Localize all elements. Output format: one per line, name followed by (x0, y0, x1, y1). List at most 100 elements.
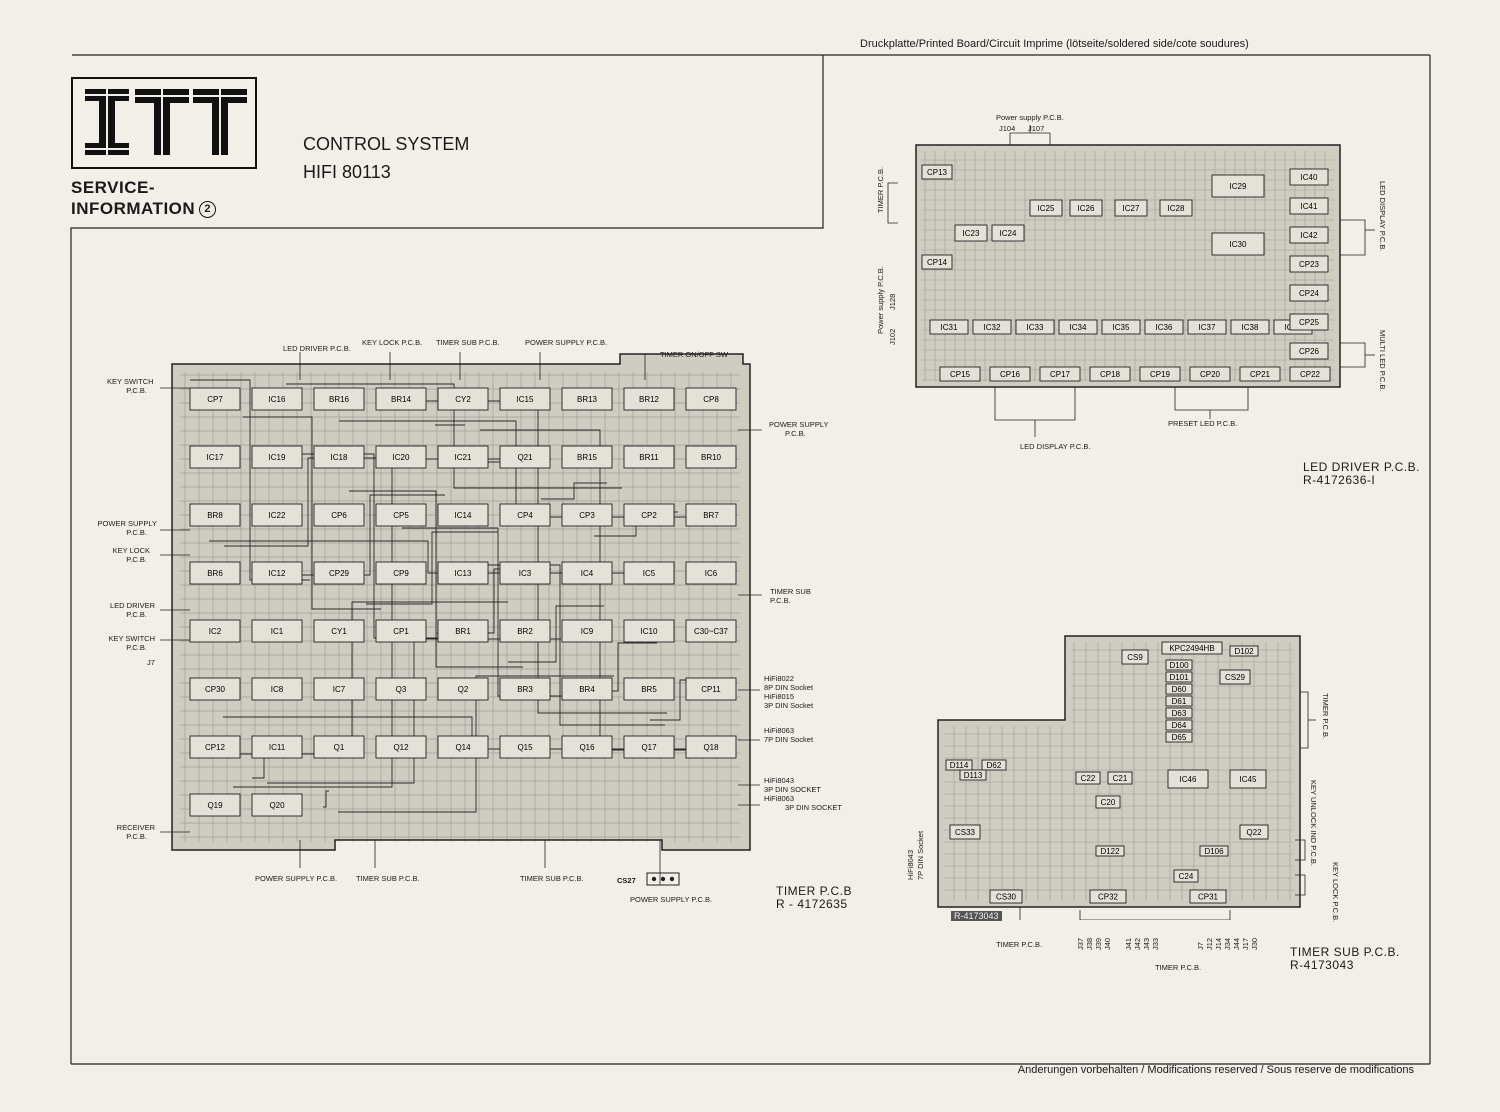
timer-label-left-11: P.C.B. (126, 832, 147, 841)
component-br4: BR4 (561, 677, 613, 701)
component-q14: Q14 (437, 735, 489, 759)
timer-label-j7: J7 (147, 658, 155, 667)
component-cs9: CS9 (1121, 649, 1149, 665)
svg-text:C22: C22 (1081, 774, 1096, 783)
led-pcb-part: R-4172636-I (1303, 473, 1376, 487)
component-cs29: CS29 (1219, 669, 1251, 685)
component-ic10: IC10 (623, 619, 675, 643)
component-cp1: CP1 (375, 619, 427, 643)
svg-text:IC46: IC46 (1180, 775, 1197, 784)
component-cy2: CY2 (437, 387, 489, 411)
pin-label-j17: J17 (1241, 937, 1250, 950)
svg-text:D65: D65 (1172, 733, 1187, 742)
svg-text:IC6: IC6 (705, 569, 718, 578)
component-cs30: CS30 (989, 889, 1023, 904)
pin-label-j44: J44 (1232, 937, 1241, 950)
component-cp3: CP3 (561, 503, 613, 527)
component-cp17: CP17 (1039, 366, 1081, 382)
svg-text:IC37: IC37 (1199, 323, 1216, 332)
svg-text:BR5: BR5 (641, 685, 657, 694)
svg-text:Q19: Q19 (207, 801, 223, 810)
svg-text:CP18: CP18 (1100, 370, 1121, 379)
svg-text:Q1: Q1 (334, 743, 345, 752)
component-q16: Q16 (561, 735, 613, 759)
component-kpc2494hb: KPC2494HB (1161, 641, 1223, 655)
led-label-j102: J102 (888, 328, 897, 345)
svg-text:Q12: Q12 (393, 743, 409, 752)
led-label-preset-led: PRESET LED P.C.B. (1168, 419, 1238, 428)
svg-text:CY2: CY2 (455, 395, 471, 404)
svg-text:BR4: BR4 (579, 685, 595, 694)
component-cp8: CP8 (685, 387, 737, 411)
component-d114: D114 (945, 759, 973, 771)
svg-text:IC18: IC18 (331, 453, 348, 462)
timer-sub-pcb-title: TIMER SUB P.C.B. (1290, 945, 1400, 959)
timer-label-left-3: P.C.B. (126, 528, 147, 537)
svg-text:CS9: CS9 (1127, 653, 1143, 662)
svg-text:CP2: CP2 (641, 511, 657, 520)
svg-text:CP11: CP11 (701, 685, 721, 694)
footer-note: Änderungen vorbehalten / Modifications r… (1017, 1064, 1414, 1076)
component-ic30: IC30 (1211, 232, 1265, 256)
timer-label-on-off-sw: TIMER ON/OFF SW (660, 350, 728, 359)
svg-text:BR3: BR3 (517, 685, 533, 694)
svg-text:CP9: CP9 (393, 569, 409, 578)
component-cp4: CP4 (499, 503, 551, 527)
pin-label-j38: J38 (1085, 937, 1094, 950)
component-ic29: IC29 (1211, 174, 1265, 198)
pin-label-j37: J37 (1076, 937, 1085, 950)
component-ic33: IC33 (1015, 319, 1055, 335)
svg-text:D61: D61 (1172, 697, 1187, 706)
svg-text:D106: D106 (1204, 847, 1224, 856)
timer-label-left-9: P.C.B. (126, 643, 147, 652)
svg-text:IC13: IC13 (455, 569, 472, 578)
svg-text:IC35: IC35 (1113, 323, 1130, 332)
svg-text:BR11: BR11 (639, 453, 659, 462)
component-ic32: IC32 (972, 319, 1012, 335)
svg-text:CP22: CP22 (1300, 370, 1321, 379)
printed-board-note: Druckplatte/Printed Board/Circuit Imprim… (860, 38, 1249, 50)
component-cp6: CP6 (313, 503, 365, 527)
svg-text:CP15: CP15 (950, 370, 971, 379)
svg-text:IC20: IC20 (393, 453, 410, 462)
component-br6: BR6 (189, 561, 241, 585)
svg-text:KPC2494HB: KPC2494HB (1169, 644, 1214, 653)
component-br11: BR11 (623, 445, 675, 469)
timer-sub-pcb-part: R-4173043 (1290, 958, 1354, 972)
component-q22: Q22 (1239, 824, 1269, 840)
svg-text:IC42: IC42 (1301, 231, 1318, 240)
led-label-j107: J107 (1028, 124, 1045, 133)
timer-label-right-3: P.C.B. (770, 596, 791, 605)
component-br8: BR8 (189, 503, 241, 527)
timer-label-bottom-1: TIMER SUB P.C.B. (356, 874, 420, 883)
timer-label-left-5: P.C.B. (126, 555, 147, 564)
svg-text:Q2: Q2 (458, 685, 469, 694)
component-cp30: CP30 (189, 677, 241, 701)
svg-text:CS33: CS33 (955, 828, 976, 837)
led-label-multi-led: MULTI LED P.C.B. (1378, 330, 1387, 392)
timer-label-left-1: P.C.B. (126, 386, 147, 395)
svg-text:D64: D64 (1172, 721, 1187, 730)
component-cp20: CP20 (1189, 366, 1231, 382)
pin-label-j30: J30 (1250, 937, 1259, 950)
component-ic28: IC28 (1159, 199, 1193, 217)
svg-text:CP26: CP26 (1299, 347, 1320, 356)
sub-label-bottom-timer-2: TIMER P.C.B. (1155, 963, 1202, 972)
timer-label-left-8: KEY SWITCH (108, 634, 155, 643)
svg-text:D101: D101 (1169, 673, 1189, 682)
component-ic31: IC31 (929, 319, 969, 335)
svg-text:CS29: CS29 (1225, 673, 1246, 682)
component-cp22: CP22 (1289, 366, 1331, 382)
svg-text:BR15: BR15 (577, 453, 598, 462)
svg-text:Q17: Q17 (641, 743, 657, 752)
component-q12: Q12 (375, 735, 427, 759)
timer-label-bottom-2: TIMER SUB P.C.B. (520, 874, 584, 883)
svg-text:CP8: CP8 (703, 395, 719, 404)
component-ic25: IC25 (1029, 199, 1063, 217)
pin-label-j14: J14 (1214, 937, 1223, 950)
led-label-led-display: LED DISPLAY P.C.B. (1378, 181, 1387, 252)
svg-text:CP12: CP12 (205, 743, 226, 752)
svg-text:D62: D62 (987, 761, 1002, 770)
cs27-connector (646, 872, 680, 886)
